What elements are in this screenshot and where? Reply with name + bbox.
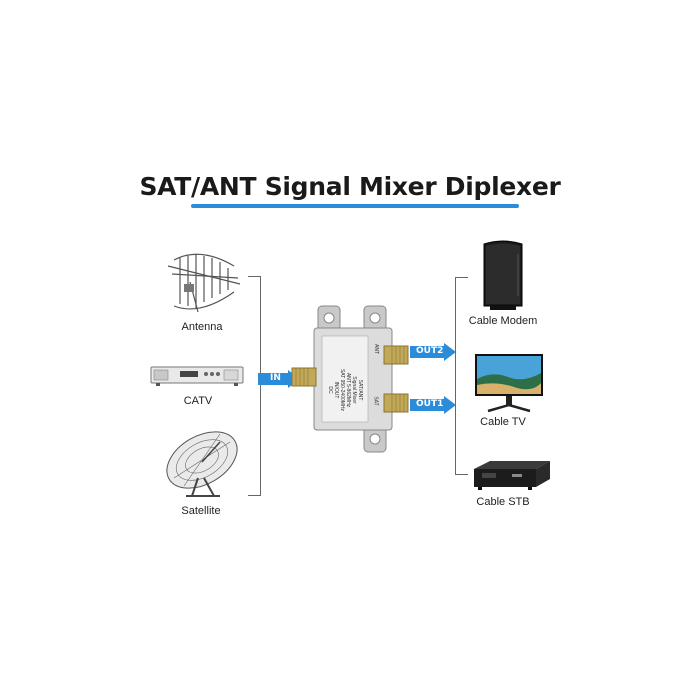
cable-modem-icon	[483, 240, 523, 310]
antenna-icon	[167, 253, 241, 313]
port-label-ant: ANT	[373, 344, 379, 354]
device-label: SAT/ANT Signal Mixer ANT 5-862MHz SAT 95…	[327, 345, 363, 435]
output-label-cable-modem: Cable Modem	[468, 315, 538, 327]
input-label-satellite: Satellite	[181, 505, 221, 517]
out2-arrow	[410, 343, 456, 361]
in-arrow	[258, 370, 300, 388]
device-label-line: ANT 5-862MHz	[345, 372, 351, 408]
catv-receiver-icon	[150, 366, 244, 386]
device-label-line: IN/OUT	[333, 381, 339, 399]
input-label-antenna: Antenna	[181, 321, 223, 333]
input-bracket	[248, 276, 261, 496]
device-label-line: SAT/ANT	[357, 379, 363, 401]
out1-arrow-label: OUT1	[416, 399, 444, 409]
title-underline	[191, 204, 519, 208]
port-label-sat: SAT	[372, 396, 379, 406]
output-bracket	[455, 277, 468, 475]
diagram-title: SAT/ANT Signal Mixer Diplexer	[139, 172, 561, 201]
diplexer-device	[291, 305, 409, 453]
output-label-cable-tv: Cable TV	[480, 416, 526, 428]
device-label-line: DC	[327, 386, 333, 394]
device-label-line: SAT 950-2400MHz	[339, 368, 345, 412]
input-label-catv: CATV	[183, 395, 213, 407]
out2-arrow-label: OUT2	[416, 346, 444, 356]
tv-icon	[475, 354, 543, 413]
set-top-box-icon	[474, 461, 550, 490]
satellite-dish-icon	[166, 431, 238, 497]
out1-arrow	[410, 396, 456, 414]
device-label-line: Signal Mixer	[351, 376, 357, 404]
output-label-cable-stb: Cable STB	[476, 496, 530, 508]
in-arrow-label: IN	[270, 373, 281, 383]
